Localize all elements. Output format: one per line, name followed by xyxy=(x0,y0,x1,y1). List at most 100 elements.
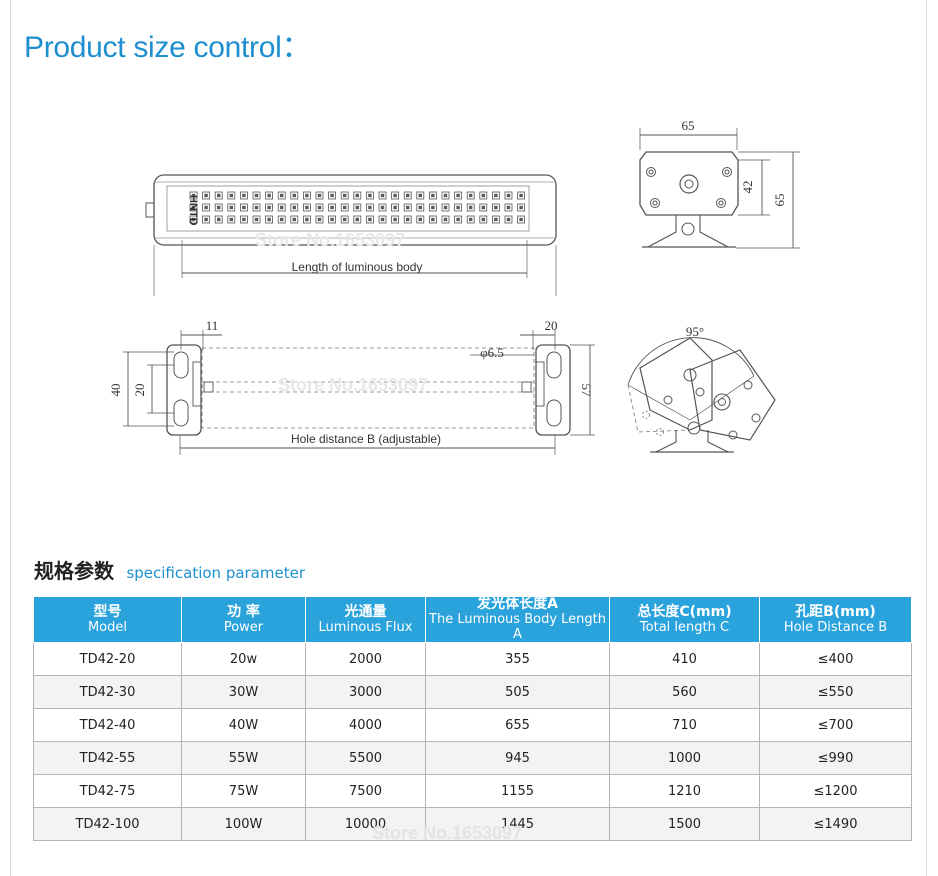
led-chip xyxy=(441,203,450,212)
led-chip xyxy=(202,191,211,200)
column-header-cn: 发光体长度A xyxy=(477,596,558,612)
led-dot xyxy=(204,205,208,210)
led-dot xyxy=(380,193,385,198)
column-header-en: Luminous Flux xyxy=(318,619,413,635)
table-cell: 100W xyxy=(181,807,306,841)
led-chip xyxy=(517,215,525,224)
table-cell: 10000 xyxy=(305,807,426,841)
column-header-cn: 型号 xyxy=(93,603,122,620)
led-dot xyxy=(431,193,435,198)
led-dot xyxy=(242,205,246,210)
led-dot xyxy=(217,193,221,198)
column-header-en: Model xyxy=(87,619,128,635)
led-chip xyxy=(290,203,299,212)
drawing-watermark: Store No.1653097 xyxy=(255,230,405,250)
led-chip xyxy=(277,203,286,212)
led-dot xyxy=(254,193,259,198)
led-chip xyxy=(302,191,311,200)
length-label: Length of luminous body xyxy=(292,260,423,274)
table-cell: 4000 xyxy=(305,708,426,742)
led-dot xyxy=(317,193,322,198)
table-cell: 1155 xyxy=(425,774,610,808)
led-dot xyxy=(469,193,473,198)
led-chip xyxy=(378,203,387,212)
column-header-cn: 功 率 xyxy=(227,603,260,620)
dim-end-height: 65 xyxy=(772,194,787,207)
table-cell: 5500 xyxy=(305,741,426,775)
led-chip xyxy=(454,203,463,212)
led-dot xyxy=(481,205,486,210)
led-chip xyxy=(504,215,513,224)
led-dot xyxy=(368,217,372,222)
table-cell: 1500 xyxy=(609,807,760,841)
led-dot xyxy=(280,193,284,198)
led-chip xyxy=(504,191,513,200)
led-dot xyxy=(380,217,385,222)
led-dot xyxy=(254,217,259,222)
led-chip xyxy=(189,203,198,212)
led-dot xyxy=(393,217,397,222)
led-dot xyxy=(330,205,334,210)
table-cell: TD42-40 xyxy=(33,708,182,742)
led-chip xyxy=(277,215,286,224)
led-chip xyxy=(517,203,525,212)
led-chip xyxy=(454,191,463,200)
led-dot xyxy=(418,217,423,222)
led-chip xyxy=(214,215,223,224)
led-dot xyxy=(355,193,360,198)
led-chip xyxy=(466,191,475,200)
dim-end-inner-height: 42 xyxy=(740,181,755,194)
led-dot xyxy=(229,193,234,198)
led-dot xyxy=(292,205,297,210)
led-chip xyxy=(491,215,500,224)
led-dot xyxy=(393,193,397,198)
led-dot xyxy=(481,193,486,198)
table-cell: 1210 xyxy=(609,774,760,808)
led-chip xyxy=(252,203,261,212)
table-cell: 40W xyxy=(181,708,306,742)
column-header-cn: 总长度C(mm) xyxy=(637,603,732,620)
led-chip xyxy=(340,215,349,224)
spec-title-en: specification parameter xyxy=(126,564,306,582)
led-chip xyxy=(302,203,311,212)
led-chip xyxy=(252,191,261,200)
table-cell: ≤700 xyxy=(759,708,912,742)
led-dot xyxy=(406,205,410,210)
table-cell: ≤1490 xyxy=(759,807,912,841)
table-cell: TD42-100 xyxy=(33,807,182,841)
column-header-en: Hole Distance B xyxy=(783,619,888,635)
led-chip xyxy=(416,203,425,212)
brand-label: HNTD xyxy=(187,195,199,226)
led-chip xyxy=(428,191,437,200)
dim-slot-spacing: 20 xyxy=(132,384,147,397)
rotation-view xyxy=(627,337,776,453)
column-header-en: The Luminous Body Length A xyxy=(429,612,606,642)
led-chip xyxy=(340,191,349,200)
led-dot xyxy=(267,217,271,222)
led-chip xyxy=(328,203,337,212)
dim-hole-diameter: φ6.5 xyxy=(480,345,504,360)
led-dot xyxy=(292,193,297,198)
led-dot xyxy=(292,217,297,222)
dim-bracket-height: 40 xyxy=(108,384,123,397)
back-view xyxy=(123,330,595,455)
table-cell: 945 xyxy=(425,741,610,775)
led-chip xyxy=(340,203,349,212)
table-cell: 710 xyxy=(609,708,760,742)
table-cell: 7500 xyxy=(305,774,426,808)
led-chip xyxy=(428,215,437,224)
table-cell: 20w xyxy=(181,642,306,676)
table-cell: ≤550 xyxy=(759,675,912,709)
table-cell: 1445 xyxy=(425,807,610,841)
led-dot xyxy=(469,217,473,222)
led-chip xyxy=(277,191,286,200)
spec-heading: 规格参数 specification parameter xyxy=(34,555,305,584)
led-dot xyxy=(191,193,196,198)
led-dot xyxy=(406,217,410,222)
table-cell: 560 xyxy=(609,675,760,709)
led-dot xyxy=(494,193,498,198)
led-chip xyxy=(416,215,425,224)
